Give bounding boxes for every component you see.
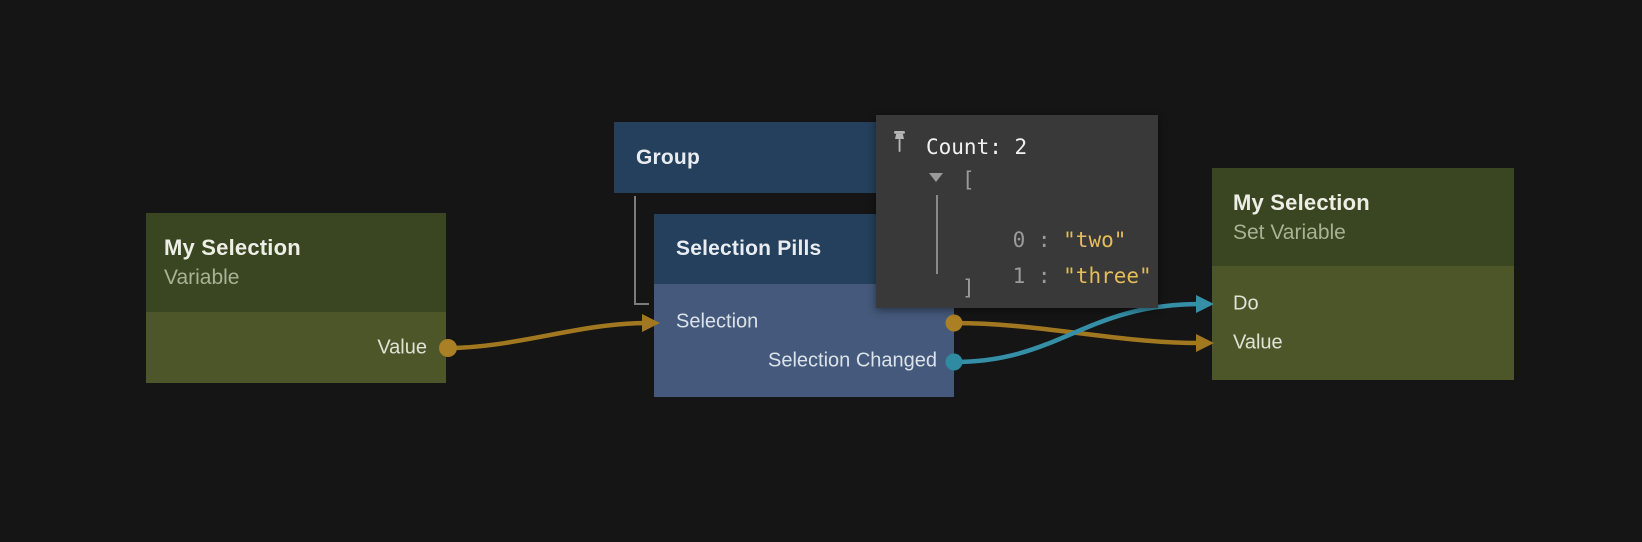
group-child-connector-line (634, 196, 649, 305)
array-item: 1 : "three" (962, 240, 1152, 312)
wire-arrowhead-do-input (1196, 295, 1214, 313)
node-title: My Selection (1233, 189, 1370, 215)
node-title: Group (636, 145, 700, 169)
node-variable[interactable]: My Selection Variable Value (146, 213, 446, 383)
array-item-index: 1 : (1012, 264, 1064, 288)
port-do-input-label: Do (1233, 292, 1259, 315)
pin-button[interactable] (892, 131, 908, 155)
node-variable-body: Value (146, 312, 446, 383)
port-value-input-label: Value (1233, 331, 1283, 354)
array-close-bracket: ] (962, 276, 975, 300)
port-value-output-label: Value (377, 336, 427, 358)
node-set-variable[interactable]: My Selection Set Variable Do Value (1212, 168, 1514, 380)
node-set-body: Do Value (1212, 266, 1514, 380)
node-title: Selection Pills (676, 237, 822, 260)
tree-guide-line (936, 195, 938, 274)
node-subtitle: Set Variable (1233, 220, 1346, 244)
array-item-value: "three" (1063, 264, 1152, 288)
port-selection-output-dot[interactable] (945, 314, 963, 332)
inspector-count-text: Count: 2 (926, 135, 1028, 159)
port-selection-changed-output-label: Selection Changed (767, 349, 937, 372)
port-value-output-dot[interactable] (439, 339, 457, 357)
pushpin-icon (894, 131, 905, 152)
wire-arrowhead-value-input (1196, 334, 1214, 352)
node-variable-header[interactable]: My Selection Variable (146, 213, 446, 312)
array-open-bracket: [ (962, 168, 975, 192)
array-item-index: 0 : (1012, 228, 1064, 252)
wire-arrowhead-selection-input (642, 314, 660, 332)
port-selection-input-label: Selection (676, 310, 759, 333)
node-set-header[interactable]: My Selection Set Variable (1212, 168, 1514, 266)
wire-selection-changed-to-do[interactable] (951, 301, 1203, 365)
node-title: My Selection (164, 235, 301, 260)
wire-value-to-selection[interactable] (445, 320, 649, 351)
array-item: 0 : "two" (962, 204, 1127, 276)
array-item-value: "two" (1063, 228, 1127, 252)
node-subtitle: Variable (164, 266, 240, 289)
chevron-down-icon[interactable] (929, 173, 943, 182)
node-group-header[interactable]: Group (614, 122, 940, 193)
value-inspector-popup[interactable]: Count: 2 [ 0 : "two" 1 : "three" ] (876, 115, 1158, 308)
port-selection-changed-output-dot[interactable] (945, 353, 963, 371)
node-selection-pills[interactable]: Selection Pills Selection Selection Chan… (654, 214, 954, 397)
